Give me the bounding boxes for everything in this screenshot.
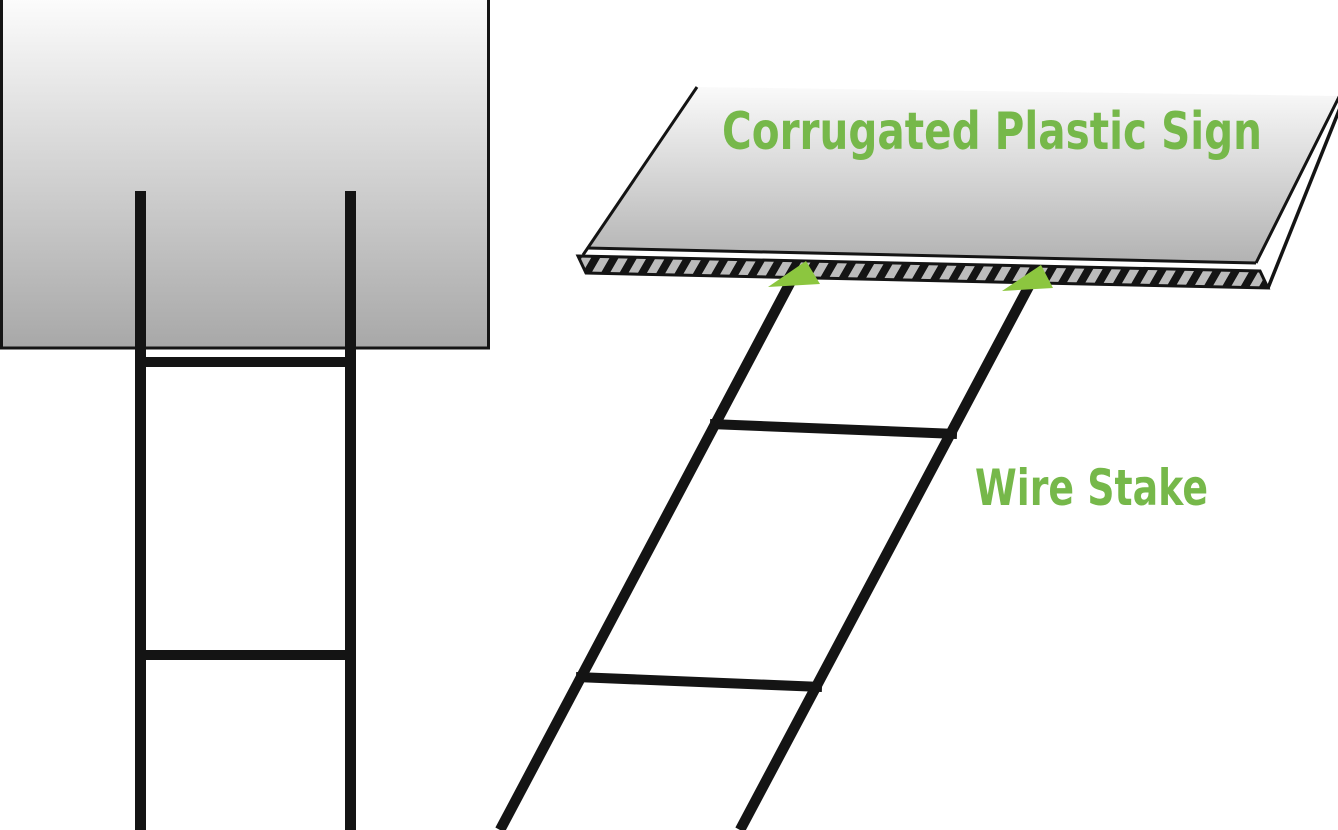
- panel-bottom-edge-line: [586, 246, 1257, 265]
- angled-sign-assembly: [575, 86, 1338, 290]
- panel-left-edge-line: [581, 86, 699, 256]
- panel-right-edge-line: [1254, 95, 1338, 264]
- front-stake-upper-crossbar: [135, 357, 356, 367]
- sign-label: Corrugated Plastic Sign: [722, 102, 1262, 162]
- front-stake-lower-crossbar: [135, 650, 356, 660]
- up-arrow-icon: [1002, 265, 1053, 291]
- front-stake-right-prong: [345, 191, 356, 830]
- angled-stake-lower-crossbar: [575, 672, 823, 692]
- up-arrow-icon: [768, 261, 820, 287]
- angled-wire-stake: [495, 263, 1042, 830]
- front-stake-left-prong: [135, 191, 146, 830]
- front-view-sign-assembly: [0, 0, 490, 830]
- angled-stake-right-rail: [735, 268, 1042, 830]
- angled-sign-face: [587, 87, 1338, 263]
- angled-stake-left-rail: [495, 263, 804, 830]
- front-sign-panel: [0, 0, 490, 350]
- stake-label: Wire Stake: [975, 459, 1208, 517]
- back-sheet-edge-line: [1266, 108, 1338, 289]
- angled-stake-upper-crossbar: [709, 419, 958, 439]
